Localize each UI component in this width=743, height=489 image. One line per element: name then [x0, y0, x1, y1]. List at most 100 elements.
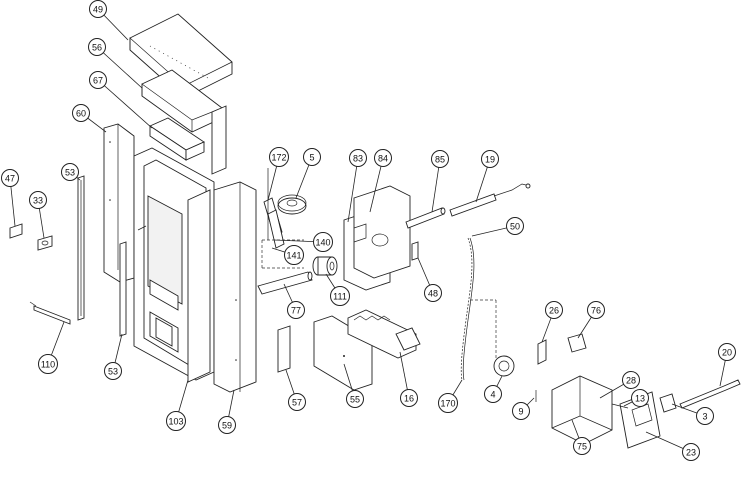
callout-number: 59	[222, 421, 232, 431]
callout-23: 23	[682, 443, 700, 461]
part-cylinder	[312, 256, 338, 276]
callout-circle	[38, 354, 58, 374]
callout-number: 170	[440, 399, 455, 409]
callout-circle	[330, 286, 350, 306]
callout-circle	[61, 163, 79, 181]
callout-47: 47	[1, 169, 19, 187]
callout-16: 16	[400, 389, 418, 407]
callout-49: 49	[89, 0, 107, 18]
callout-circle	[718, 343, 736, 361]
callout-83: 83	[349, 149, 367, 167]
callout-circle	[287, 301, 305, 319]
callout-60: 60	[72, 104, 90, 122]
callout-55: 55	[346, 390, 364, 408]
part-pipe	[405, 207, 446, 229]
callout-circle	[166, 411, 186, 431]
part-mounting-bracket	[277, 325, 291, 373]
part-small-plate	[9, 223, 23, 239]
part-top-cover	[129, 13, 233, 99]
callout-number: 57	[292, 398, 302, 408]
callout-circle	[587, 301, 605, 319]
callout-number: 110	[41, 360, 55, 370]
callout-number: 85	[435, 155, 445, 165]
callout-9: 9	[512, 402, 530, 420]
part-tube	[257, 271, 313, 295]
callout-circle	[400, 389, 418, 407]
callout-number: 20	[722, 348, 732, 358]
callout-20: 20	[718, 343, 736, 361]
callout-circle	[431, 150, 449, 168]
part-igniter-bracket	[263, 168, 285, 249]
callout-170: 170	[438, 393, 458, 413]
callout-circle	[506, 217, 524, 235]
callout-number: 16	[404, 394, 414, 404]
callout-circle	[484, 385, 502, 403]
part-electronics-bracket	[551, 375, 613, 445]
callout-circle	[313, 232, 333, 252]
part-upper-frame	[141, 69, 227, 175]
callout-circle	[89, 71, 107, 89]
callout-141: 141	[284, 245, 304, 265]
leader-line-84	[369, 157, 384, 213]
callout-53: 53	[104, 362, 122, 380]
callout-number: 141	[286, 251, 301, 261]
part-main-body	[133, 147, 215, 383]
callout-number: 26	[549, 306, 559, 316]
part-plate-with-hole	[37, 235, 53, 251]
callout-number: 5	[309, 153, 314, 163]
callout-number: 140	[315, 238, 330, 248]
callout-circle	[622, 371, 640, 389]
callout-number: 56	[92, 43, 102, 53]
callout-56: 56	[88, 38, 106, 56]
callout-number: 67	[93, 76, 103, 86]
callout-28: 28	[622, 371, 640, 389]
callout-number: 60	[76, 109, 86, 119]
callout-circle	[284, 245, 304, 265]
callout-85: 85	[431, 150, 449, 168]
callout-number: 3	[702, 412, 707, 422]
callout-59: 59	[218, 416, 236, 434]
callout-number: 75	[577, 442, 587, 452]
callout-140: 140	[313, 232, 333, 252]
part-baffle-panels	[343, 185, 411, 291]
callout-circle	[438, 393, 458, 413]
callout-103: 103	[166, 411, 186, 431]
callout-circle	[573, 437, 591, 455]
callout-number: 83	[353, 154, 363, 164]
part-connector	[537, 339, 547, 365]
callout-76: 76	[587, 301, 605, 319]
callout-number: 13	[635, 394, 645, 404]
callout-circle	[631, 389, 649, 407]
callout-circle	[218, 416, 236, 434]
callout-33: 33	[29, 191, 47, 209]
callout-3: 3	[696, 407, 714, 425]
callout-circle	[89, 0, 107, 18]
part-disc	[277, 194, 307, 215]
leader-line-83	[347, 157, 359, 223]
callout-circle	[481, 150, 499, 168]
leader-line-56	[96, 46, 143, 89]
callout-circle	[303, 148, 321, 166]
callout-number: 28	[626, 376, 636, 386]
callout-number: 55	[350, 395, 360, 405]
callout-110: 110	[38, 354, 58, 374]
leader-line-67	[97, 79, 153, 129]
part-small-box	[567, 333, 587, 353]
callout-number: 172	[271, 153, 286, 163]
callout-circle	[512, 402, 530, 420]
callout-84: 84	[374, 149, 392, 167]
callout-number: 47	[5, 174, 15, 184]
callout-number: 23	[686, 448, 696, 458]
part-right-side-panel	[213, 181, 257, 393]
callout-number: 50	[510, 222, 520, 232]
part-side-strip-upper	[77, 175, 85, 321]
callout-111: 111	[330, 286, 350, 306]
callout-number: 33	[33, 196, 43, 206]
part-cable	[460, 237, 497, 381]
callout-circle	[288, 393, 306, 411]
callout-number: 9	[518, 407, 523, 417]
callout-number: 49	[93, 5, 103, 15]
callout-4: 4	[484, 385, 502, 403]
callout-number: 76	[591, 306, 601, 316]
